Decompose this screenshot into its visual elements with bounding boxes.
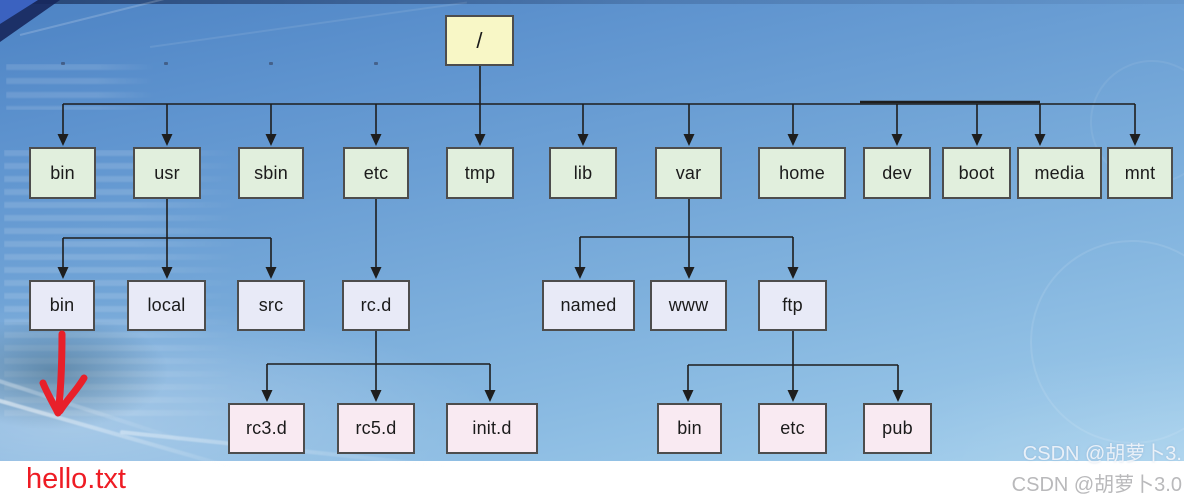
tree-node-sbin-l2: sbin [238,147,304,199]
tree-node-home-l2: home [758,147,846,199]
hello-txt-label: hello.txt [26,463,126,495]
dot-texture [374,62,378,65]
tree-node-src-l3: src [237,280,305,331]
tree-node-etc-l2: etc [343,147,409,199]
tree-node-boot-l2: boot [942,147,1011,199]
tree-node-pub-l4: pub [863,403,932,454]
tree-node-bin-l3: bin [29,280,95,331]
tree-node-tmp-l2: tmp [446,147,514,199]
dot-texture [269,62,273,65]
tree-node-root-root: / [445,15,514,66]
csdn-watermark-overlay: CSDN @胡萝卜3. [1022,443,1182,465]
tree-node-rc5.d-l4: rc5.d [337,403,415,454]
tree-node-local-l3: local [127,280,206,331]
dot-texture [164,62,168,65]
tree-node-rc.d-l3: rc.d [342,280,410,331]
tree-node-media-l2: media [1017,147,1102,199]
csdn-watermark-footer: CSDN @胡萝卜3.0 [1011,474,1182,496]
tree-node-etc-l4: etc [758,403,827,454]
tree-node-mnt-l2: mnt [1107,147,1173,199]
tree-node-var-l2: var [655,147,722,199]
tree-node-www-l3: www [650,280,727,331]
laptop-silhouette [0,322,173,432]
background-gradient [0,0,1184,461]
tree-node-bin-l2: bin [29,147,96,199]
tree-node-init.d-l4: init.d [446,403,538,454]
tree-node-named-l3: named [542,280,635,331]
tree-node-ftp-l3: ftp [758,280,827,331]
code-text-texture [6,64,156,110]
dot-texture [61,62,65,65]
tree-node-usr-l2: usr [133,147,201,199]
tree-node-bin-l4: bin [657,403,722,454]
top-edge-shadow [0,0,1184,4]
tree-node-rc3.d-l4: rc3.d [228,403,305,454]
tree-node-dev-l2: dev [863,147,931,199]
tree-node-lib-l2: lib [549,147,617,199]
